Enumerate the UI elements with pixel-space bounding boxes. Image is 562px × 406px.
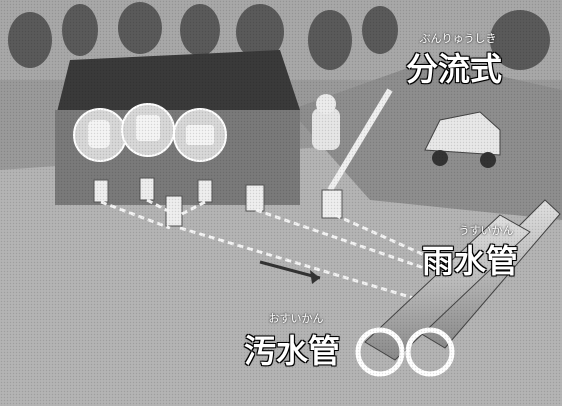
- storm-pipe-label: 雨水管: [422, 242, 519, 280]
- sewage-pipe-label: 汚水管: [244, 332, 341, 370]
- storm-pipe-ruby: うすいかん: [458, 224, 514, 237]
- system-title-ruby: ぶんりゅうしき: [419, 32, 497, 45]
- sewage-pipe-ruby: おすいかん: [268, 312, 324, 325]
- system-title: 分流式: [406, 50, 503, 88]
